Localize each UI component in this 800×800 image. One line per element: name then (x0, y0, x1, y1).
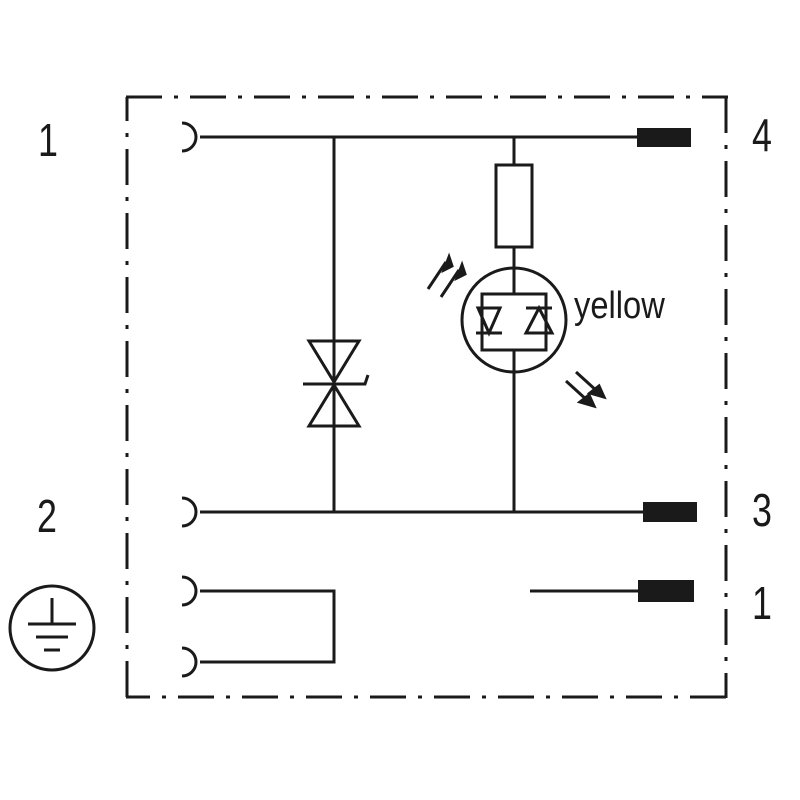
socket-contact-earth-a (181, 575, 198, 607)
pin-terminal-3 (643, 502, 697, 522)
wire-earth-loop (200, 589, 336, 664)
resistor-led-branch (460, 137, 568, 512)
pin-label-4: 4 (752, 109, 772, 161)
pin-label-1-lower: 1 (752, 577, 772, 629)
housing-outline (125, 95, 728, 699)
socket-contact-1 (181, 121, 198, 153)
led-color-label: yellow (574, 285, 665, 327)
pin-terminal-1-lower (638, 580, 694, 602)
socket-contact-earth-b (181, 646, 198, 678)
light-incoming-arrows-icon (564, 370, 607, 409)
pin-label-1: 1 (38, 114, 58, 166)
socket-contact-2 (181, 496, 198, 528)
ground-symbol-icon (8, 584, 96, 672)
resistor-symbol (494, 163, 534, 249)
pin-label-3: 3 (752, 484, 772, 536)
pin-terminal-4 (637, 128, 691, 147)
suppressor-diode-symbol (303, 137, 370, 512)
pin-label-2: 2 (37, 490, 57, 542)
light-emission-arrows-icon (426, 252, 467, 298)
